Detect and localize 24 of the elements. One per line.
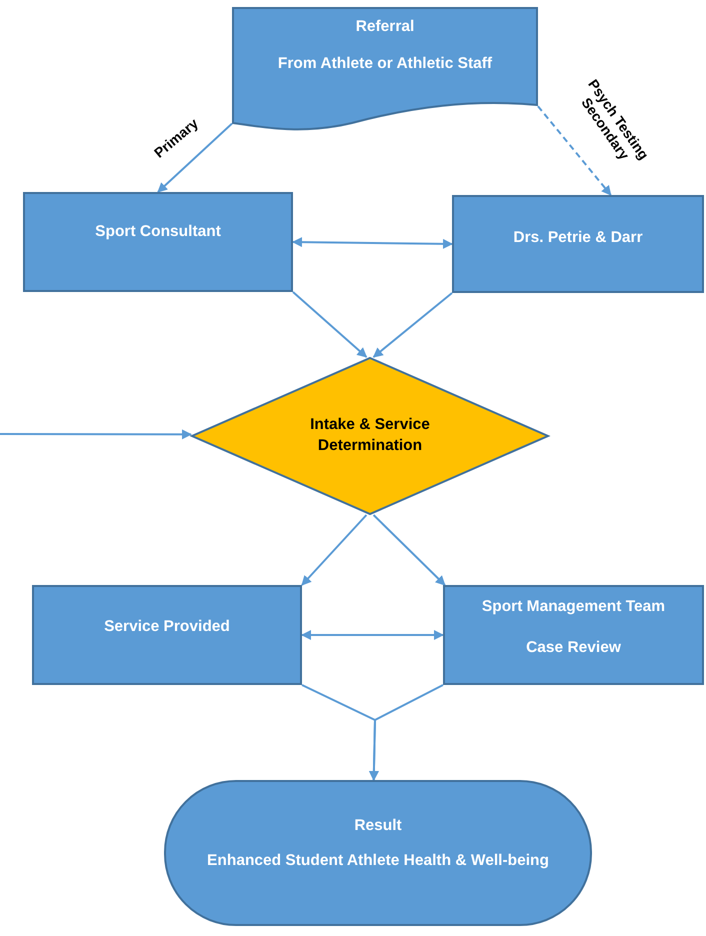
arrow [292, 237, 453, 249]
process-box [443, 585, 704, 685]
arrow [301, 514, 368, 586]
node-label: Intake & Service Determination [309, 415, 431, 456]
arrow [368, 684, 444, 781]
arrow [372, 292, 453, 358]
node-label: Enhanced Student Athlete Health & Well-being [207, 850, 549, 871]
arrow [292, 291, 368, 358]
node-heading: Result [354, 816, 402, 836]
node-label: Sport Consultant [95, 222, 221, 242]
process-box [23, 192, 293, 292]
node-label: From Athlete or Athletic Staff [278, 54, 492, 74]
arrow [0, 429, 192, 440]
node-label: Drs. Petrie & Darr [513, 228, 643, 248]
arrow [157, 122, 233, 193]
arrow [301, 630, 444, 640]
dashed-arrow [537, 106, 612, 196]
arrow [372, 514, 446, 586]
process-box [452, 195, 704, 293]
node-label: Service Provided [104, 617, 230, 637]
node-label: Case Review [526, 638, 621, 658]
node-heading: Referral [356, 17, 414, 37]
process-box [32, 585, 302, 685]
node-heading: Sport Management Team [482, 597, 666, 617]
